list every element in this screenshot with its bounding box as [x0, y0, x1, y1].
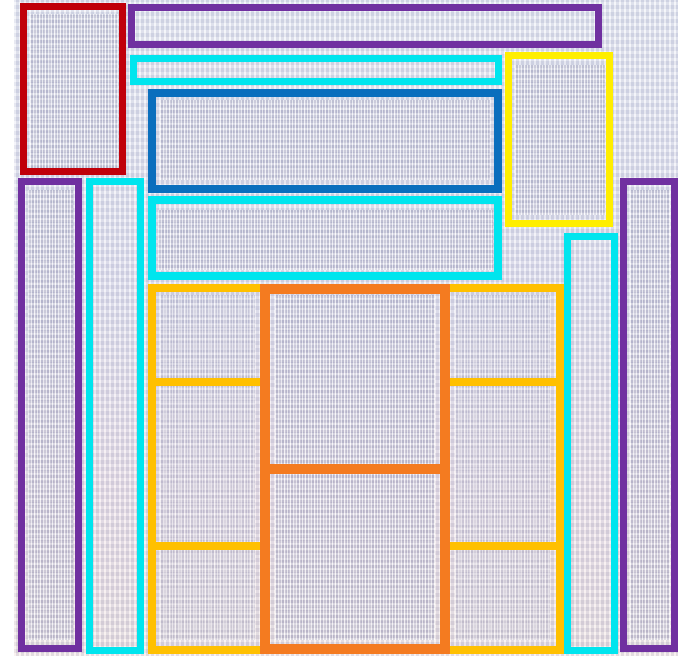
top-cyan-strip: [130, 55, 502, 85]
center-orange-top: [260, 284, 450, 474]
right-purple-column: [620, 178, 678, 652]
core-grid-right-mid: [440, 378, 564, 550]
left-cyan-column: [86, 178, 144, 654]
core-grid-right-top: [440, 284, 564, 386]
center-orange-bottom: [260, 464, 450, 654]
core-grid-left-mid: [148, 378, 268, 550]
red-block: [20, 3, 126, 175]
mid-cyan-block: [148, 196, 502, 280]
core-grid-left-bottom: [148, 542, 268, 654]
right-cyan-column: [564, 233, 618, 654]
left-purple-column: [18, 178, 82, 652]
blue-block: [148, 89, 502, 193]
top-purple-strip: [128, 4, 602, 48]
yellow-block: [505, 52, 613, 227]
core-grid-right-bottom: [440, 542, 564, 654]
core-grid-left-top: [148, 284, 268, 386]
